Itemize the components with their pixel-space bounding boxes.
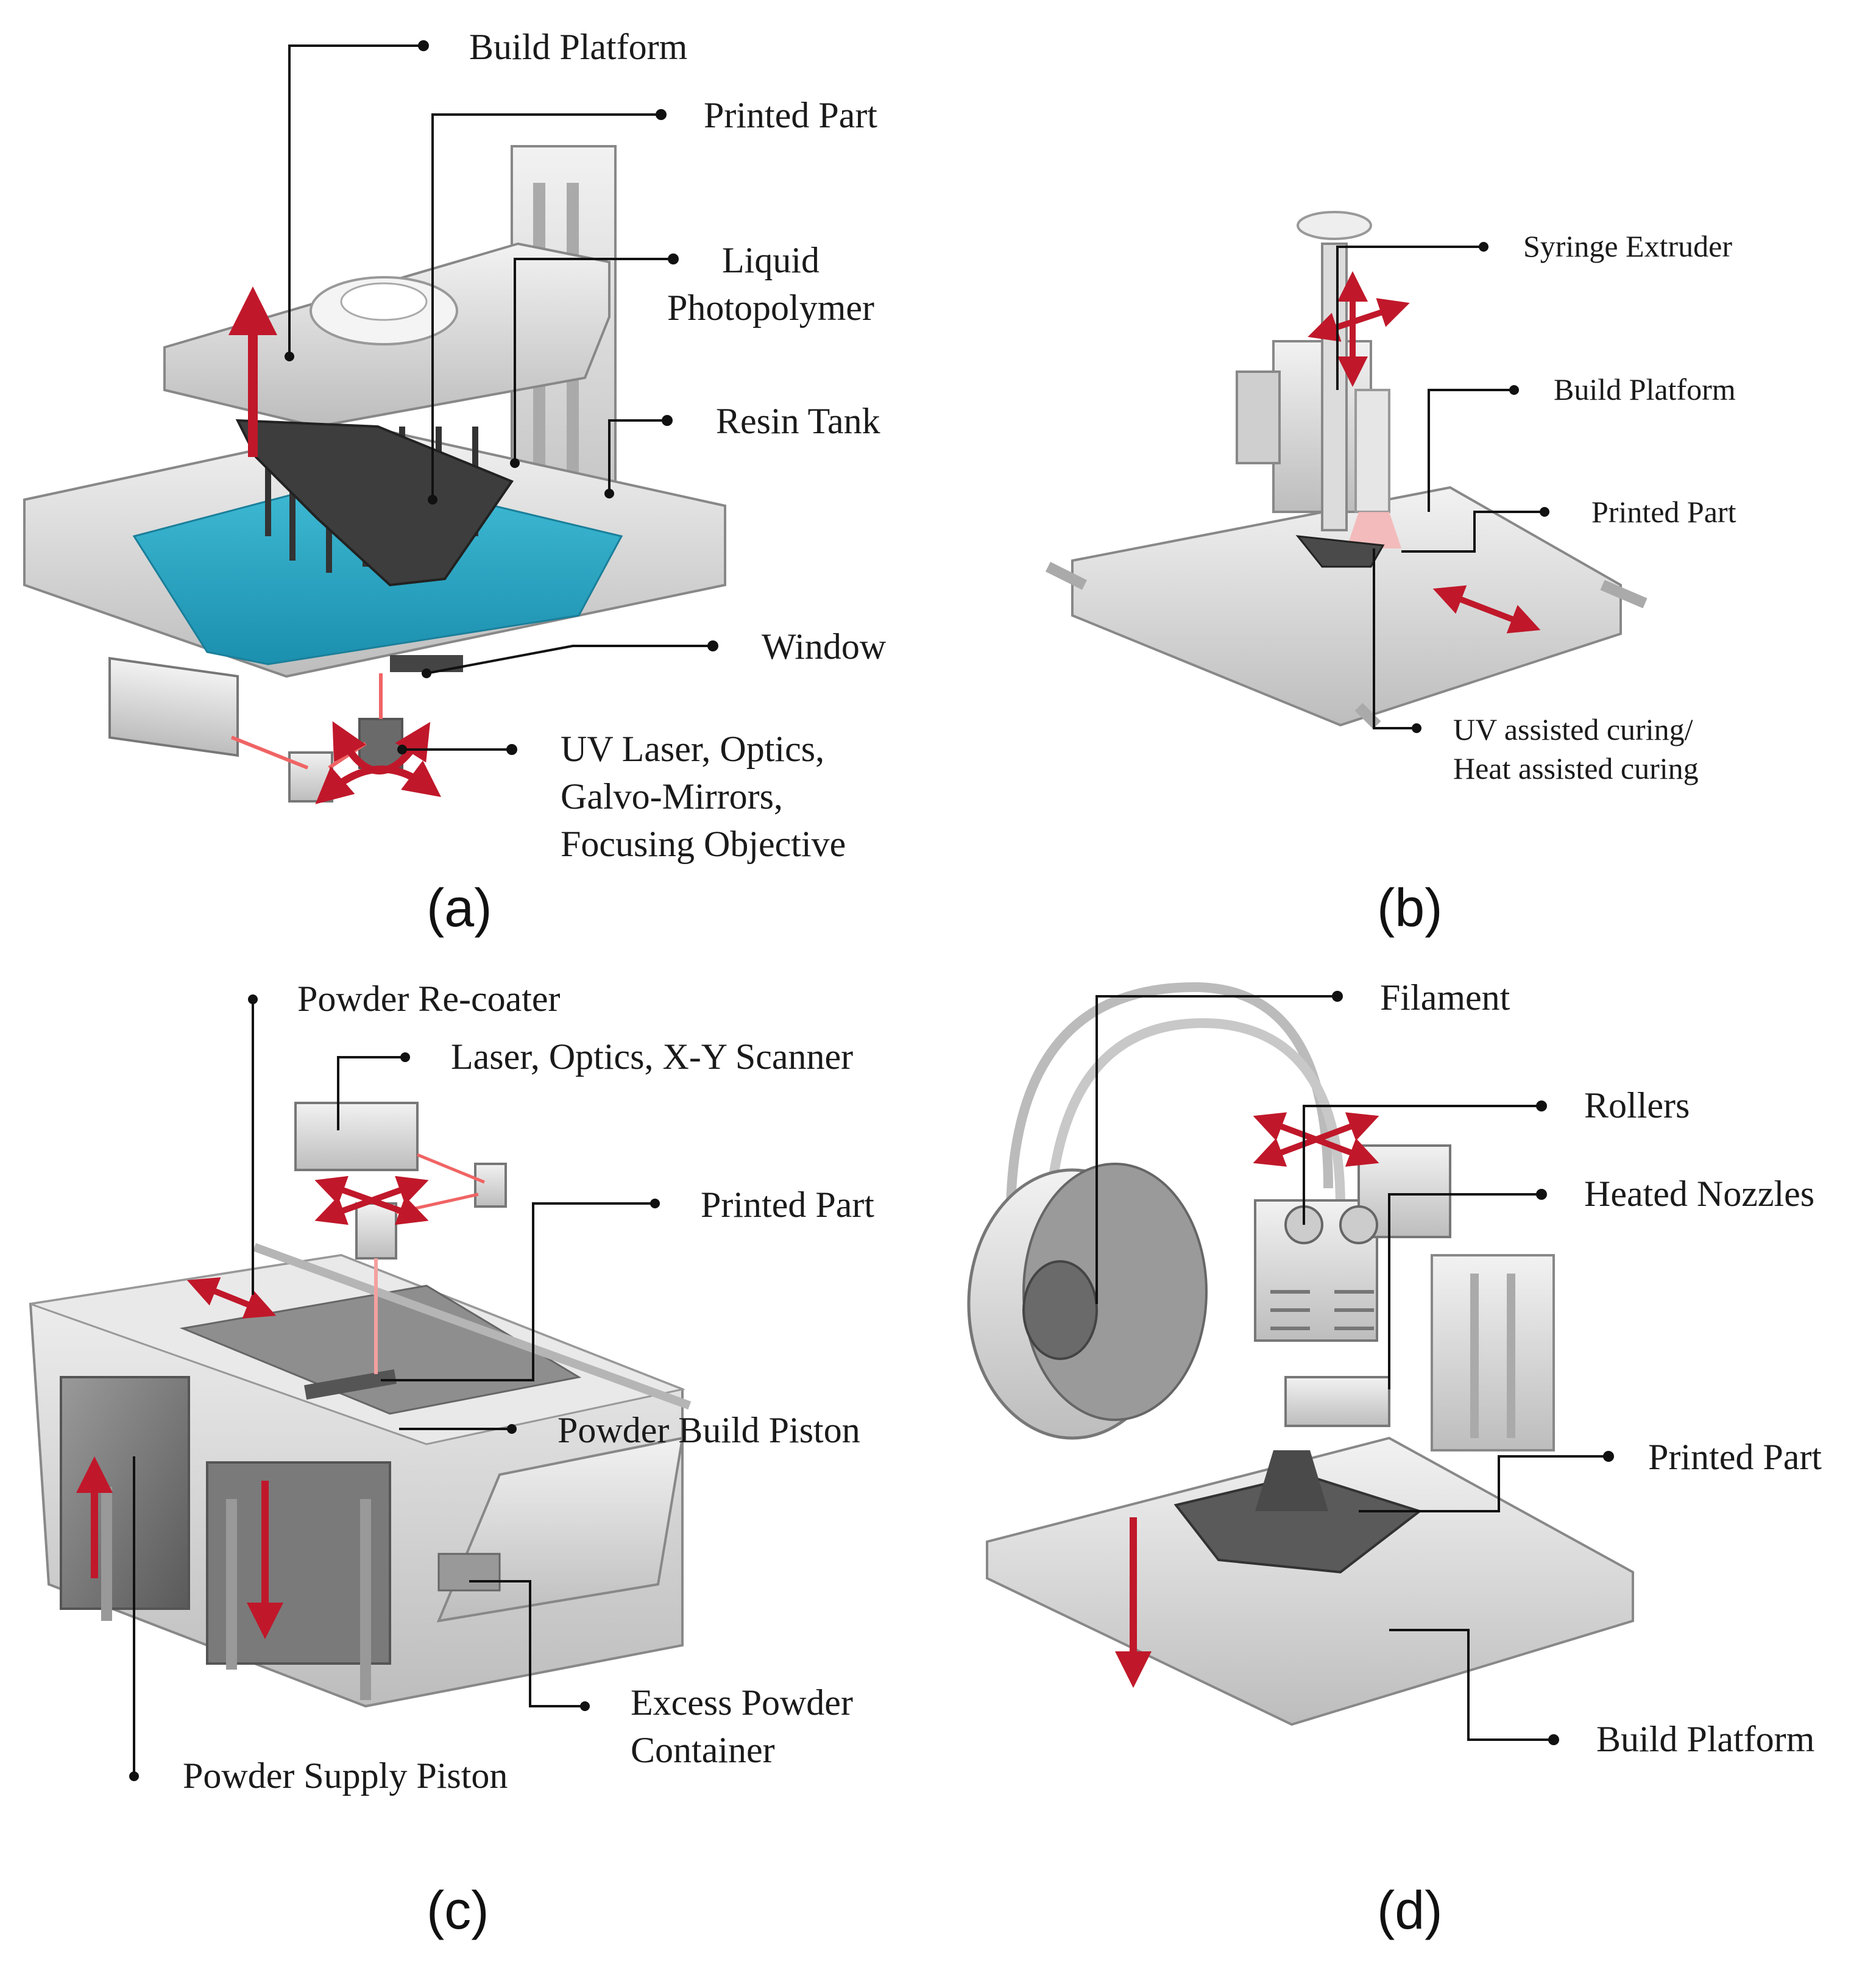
syringe-barrel — [1321, 243, 1348, 531]
label-a-build-platform: Build Platform — [469, 27, 688, 67]
label-b-curing: UV assisted curing/ Heat assisted curing — [1453, 712, 1699, 785]
label-a-printed-part: Printed Part — [704, 95, 877, 135]
excess-powder — [437, 1553, 501, 1592]
label-d-build-platform: Build Platform — [1596, 1719, 1815, 1759]
filament-spool-hub — [1022, 1260, 1098, 1360]
mirror-block — [288, 751, 333, 803]
printed-part — [1295, 535, 1385, 568]
label-c-laser: Laser, Optics, X-Y Scanner — [451, 1037, 854, 1077]
panel-b-leaders — [1336, 246, 1545, 729]
panel-d-leaders — [1096, 995, 1609, 1741]
label-c-build-piston: Powder Build Piston — [557, 1410, 860, 1450]
caption-a: (a) — [427, 877, 492, 938]
laser-box — [294, 1102, 419, 1171]
label-b-build-platform: Build Platform — [1554, 372, 1736, 406]
label-a-uv-laser: UV Laser, Optics, Galvo-Mirrors, Focusin… — [561, 729, 846, 864]
extruder-clamp — [1236, 370, 1281, 464]
label-c-excess: Excess Powder Container — [631, 1682, 853, 1770]
panel-d-fdm-printer — [967, 982, 1634, 1745]
z-axis-column — [1431, 1254, 1555, 1451]
printed-part-tower — [1255, 1450, 1328, 1511]
xy-scan-arrow — [314, 1175, 429, 1225]
panel-b-leader-dots — [1412, 242, 1549, 733]
label-c-recoater: Powder Re-coater — [297, 979, 561, 1019]
laser-beam — [395, 1193, 479, 1214]
label-b-printed-part: Printed Part — [1591, 495, 1736, 529]
panel-a-leader-dots — [285, 40, 718, 755]
galvo-mirror-block — [358, 718, 403, 769]
platform-rod — [1045, 561, 1088, 590]
laser-beam — [230, 735, 309, 770]
label-a-window: Window — [762, 626, 887, 667]
galvo-motion-arrow — [332, 721, 431, 774]
panel-a-sla-printer — [23, 40, 726, 804]
scanner-head — [355, 1202, 397, 1260]
uv-curing-lamp — [1354, 389, 1390, 513]
platform-motion-arrow — [1432, 585, 1541, 634]
supply-chamber — [60, 1376, 190, 1610]
build-platform-knob-top — [340, 282, 428, 321]
heater-fins — [1270, 1290, 1374, 1330]
label-a-resin-tank: Resin Tank — [716, 401, 880, 441]
label-d-rollers: Rollers — [1584, 1085, 1690, 1125]
panel-c-sls-printer — [29, 994, 692, 1781]
panel-d-leader-dots — [1332, 991, 1614, 1745]
recoater-arrow — [186, 1277, 277, 1319]
panel-b-dispensing-printer — [1045, 211, 1648, 733]
piston-rods — [101, 1487, 371, 1700]
syringe-plunger-cap — [1297, 211, 1372, 240]
roller — [1339, 1205, 1378, 1244]
uv-curing-light — [1347, 512, 1401, 548]
uv-laser-box — [108, 657, 239, 757]
build-chamber — [206, 1461, 391, 1665]
xy-motion-arrow — [1253, 1112, 1379, 1167]
platform-rod — [1600, 579, 1648, 609]
label-b-syringe-extruder: Syringe Extruder — [1523, 229, 1732, 263]
label-d-filament: Filament — [1380, 977, 1510, 1018]
caption-d: (d) — [1377, 1880, 1443, 1940]
label-c-printed-part: Printed Part — [701, 1185, 874, 1225]
laser-beam — [417, 1153, 485, 1184]
panel-a-leaders — [288, 44, 713, 751]
label-d-printed-part: Printed Part — [1648, 1437, 1822, 1477]
caption-c: (c) — [427, 1880, 489, 1940]
printed-part — [235, 419, 514, 587]
panel-c-leaders — [133, 999, 655, 1776]
label-d-nozzles: Heated Nozzles — [1584, 1174, 1815, 1214]
label-c-supply-piston: Powder Supply Piston — [183, 1756, 508, 1796]
build-platform-plate — [1071, 486, 1622, 727]
scanner-mirror — [474, 1163, 507, 1208]
heated-nozzle-block — [1284, 1376, 1390, 1427]
label-a-liquid-photopolymer: Liquid Photopolymer — [667, 240, 874, 328]
panel-c-leader-dots — [129, 994, 660, 1781]
caption-b: (b) — [1377, 877, 1443, 938]
printed-part-slot — [304, 1369, 397, 1400]
recoater-rail — [253, 1243, 692, 1410]
